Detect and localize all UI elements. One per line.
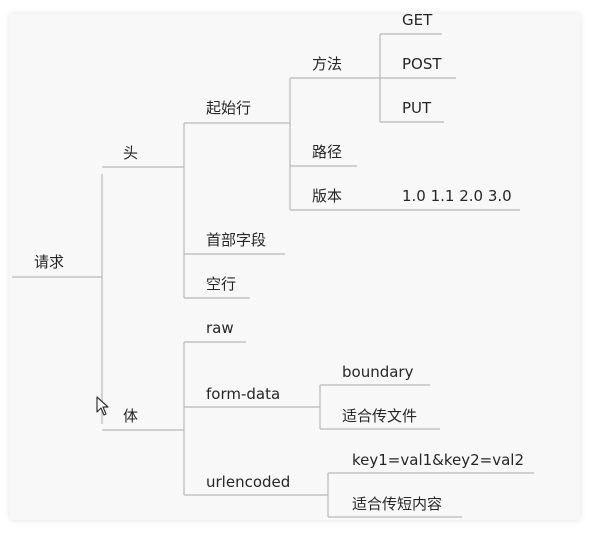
root-node-label[interactable]: 请求 — [34, 253, 65, 271]
mindmap-connectors — [12, 33, 534, 518]
path-node-label[interactable]: 路径 — [312, 143, 343, 161]
urlencoded-node-label[interactable]: urlencoded — [206, 473, 291, 491]
method-node-label[interactable]: 方法 — [312, 55, 343, 73]
start-line-node-label[interactable]: 起始行 — [206, 99, 252, 117]
empty-line-node-label[interactable]: 空行 — [206, 275, 237, 293]
method-put-node-label[interactable]: PUT — [402, 99, 432, 117]
key-value-node-label[interactable]: key1=val1&key2=val2 — [352, 451, 524, 469]
mindmap-canvas: 请求 头 体 起始行 首部字段 空行 方法 路径 版本 1.0 1.1 2.0 … — [10, 14, 580, 520]
version-node-label[interactable]: 版本 — [312, 187, 343, 205]
raw-node-label[interactable]: raw — [206, 319, 234, 337]
head-node-label[interactable]: 头 — [123, 144, 139, 162]
urlencoded-short-node-label[interactable]: 适合传短内容 — [352, 495, 443, 513]
header-fields-node-label[interactable]: 首部字段 — [206, 231, 267, 249]
mouse-pointer-icon — [96, 396, 109, 416]
version-values-node-label[interactable]: 1.0 1.1 2.0 3.0 — [402, 187, 512, 205]
form-data-node-label[interactable]: form-data — [206, 385, 281, 403]
boundary-node-label[interactable]: boundary — [342, 363, 414, 381]
method-post-node-label[interactable]: POST — [402, 55, 442, 73]
form-data-file-node-label[interactable]: 适合传文件 — [342, 407, 418, 425]
method-get-node-label[interactable]: GET — [402, 14, 433, 29]
body-node-label[interactable]: 体 — [123, 407, 139, 425]
